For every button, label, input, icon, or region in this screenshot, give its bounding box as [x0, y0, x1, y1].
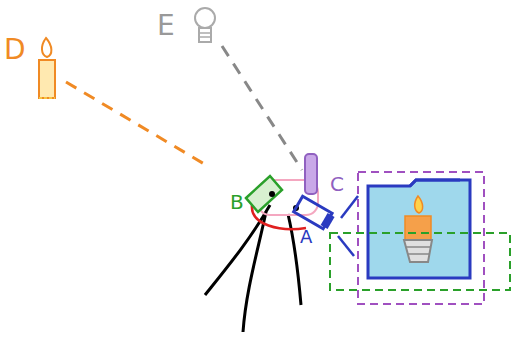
part-letter: D	[4, 36, 26, 64]
light-ray	[66, 82, 206, 165]
camera	[294, 196, 336, 231]
mount	[305, 154, 317, 194]
light-ray	[222, 46, 302, 170]
frame-bounds	[330, 233, 510, 290]
screen	[368, 180, 470, 278]
part-letter: B	[230, 192, 244, 212]
reflector	[246, 176, 282, 212]
part-letter: C	[330, 174, 344, 194]
candle-light	[39, 38, 55, 98]
tripod	[205, 205, 301, 332]
part-letter: A	[300, 228, 312, 246]
part-letter: E	[157, 12, 175, 40]
frame-bounds	[358, 172, 484, 304]
bulb-light	[195, 8, 215, 42]
